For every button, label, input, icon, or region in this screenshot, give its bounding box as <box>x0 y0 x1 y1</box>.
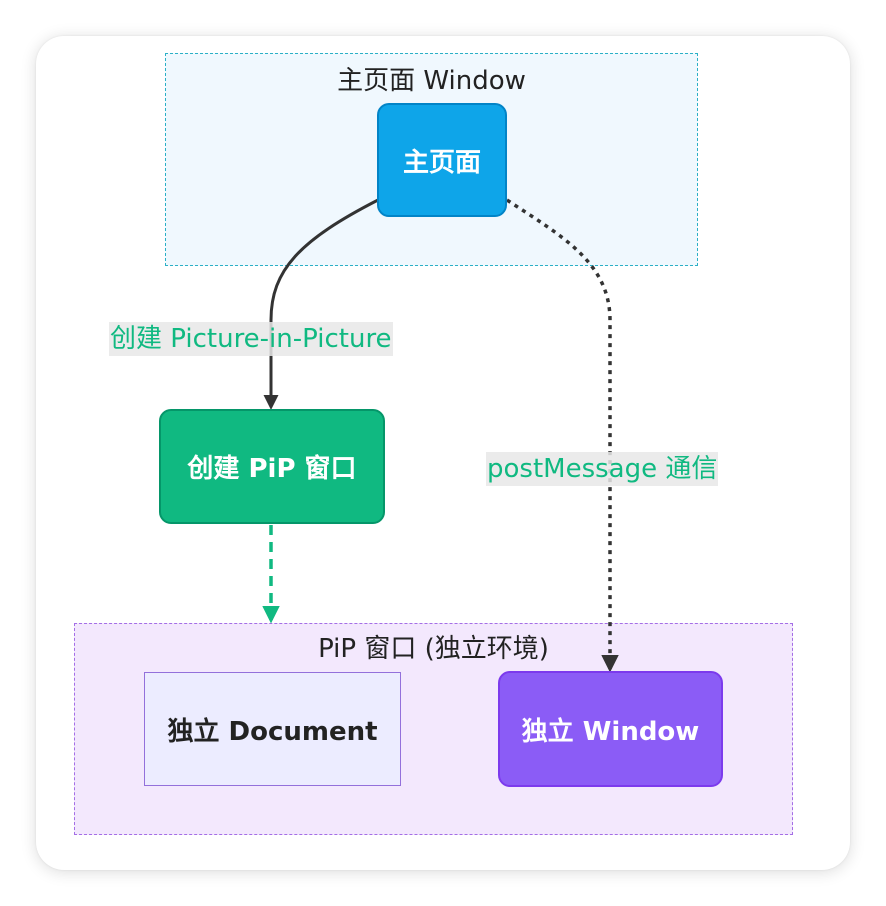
node-independent-document: 独立 Document <box>144 672 401 786</box>
node-create-pip-window: 创建 PiP 窗口 <box>159 409 385 524</box>
edge-main-to-window <box>506 198 619 673</box>
edge-main-to-create <box>263 198 379 410</box>
subgraph-main-window-title: 主页面 Window <box>337 66 526 96</box>
edge-label-create-pip: 创建 Picture-in-Picture <box>109 322 393 356</box>
node-main-page: 主页面 <box>377 103 507 217</box>
subgraph-pip-window-title: PiP 窗口 (独立环境) <box>318 634 549 664</box>
edge-label-post-message: postMessage 通信 <box>486 452 719 486</box>
node-independent-window: 独立 Window <box>498 671 723 787</box>
